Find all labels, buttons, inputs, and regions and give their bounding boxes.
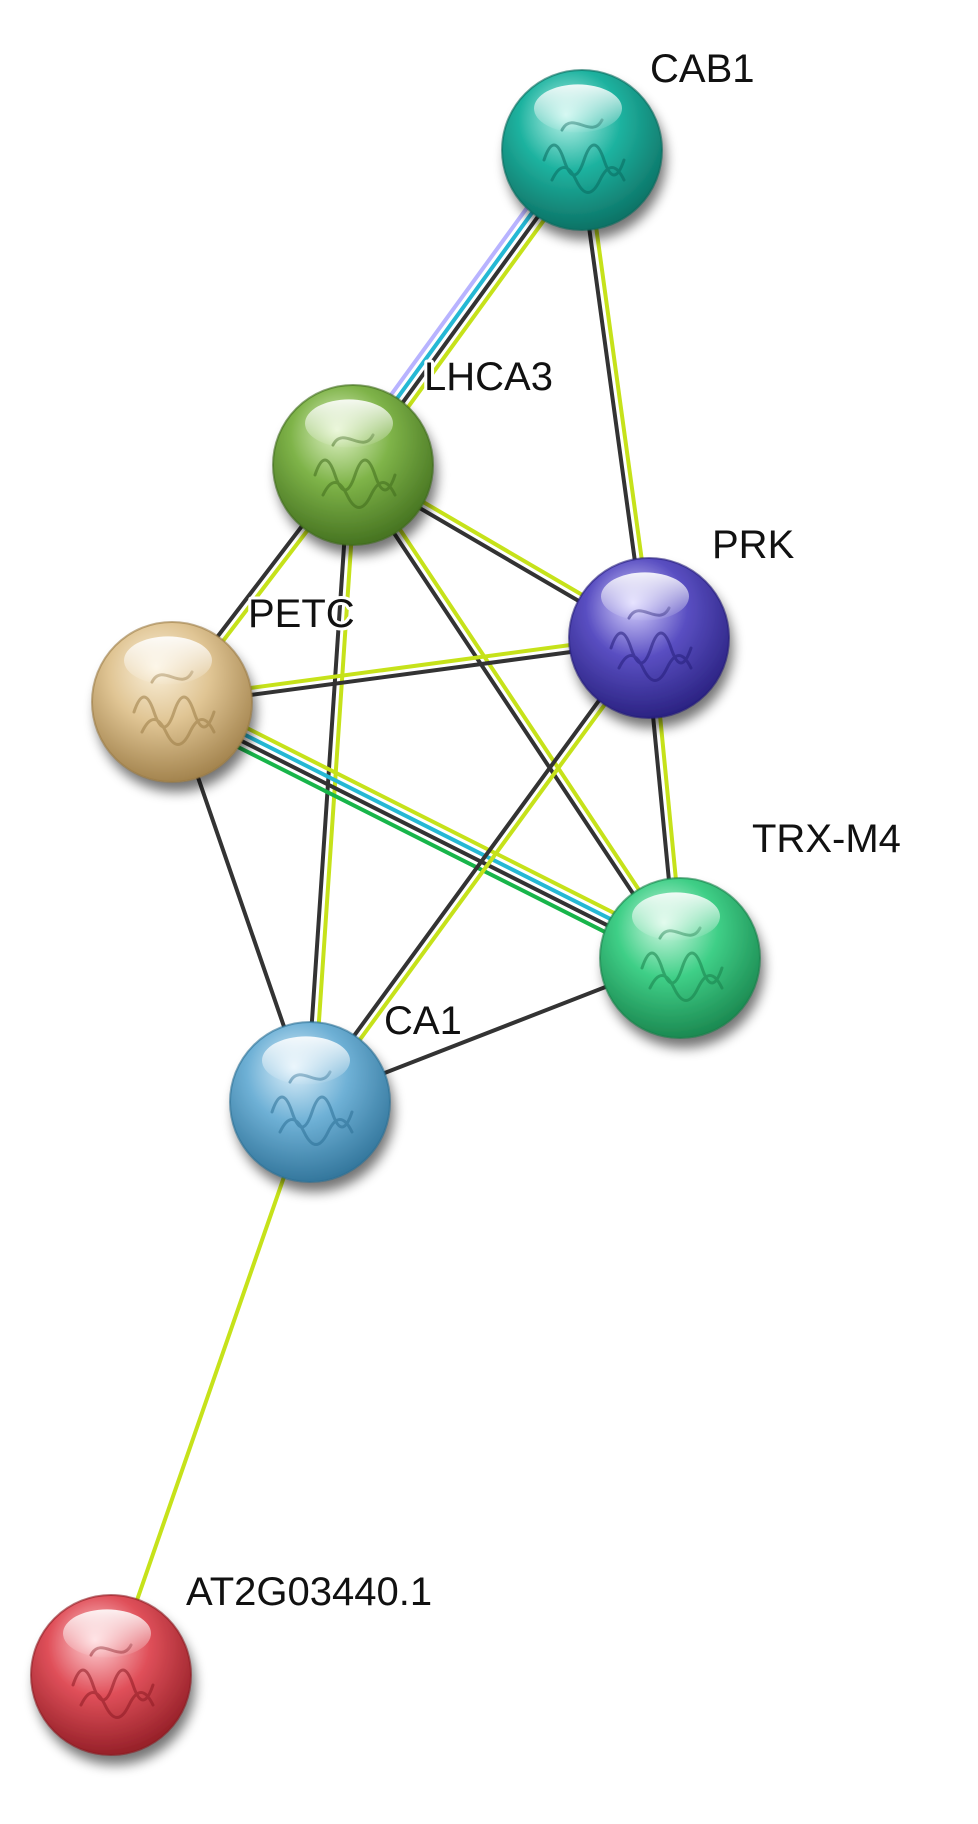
edge-line-textmining (311, 463, 359, 1105)
node-rim (229, 1021, 391, 1183)
node-rim (91, 621, 253, 783)
node-cab1[interactable]: CAB1 (501, 44, 758, 231)
node-ca1[interactable]: CA1 (229, 996, 465, 1183)
node-label-petc: PETC (248, 592, 355, 636)
node-rim (501, 69, 663, 231)
edge-line-textmining (583, 147, 655, 640)
edge-line-textmining (109, 1100, 312, 1677)
node-highlight (534, 84, 622, 133)
node-highlight (262, 1036, 350, 1085)
node-highlight (632, 892, 720, 941)
edge-line-experiments (165, 709, 678, 970)
edge-line-coexpression (168, 703, 681, 964)
node-highlight (63, 1609, 151, 1658)
node-label-ca1: CA1 (384, 999, 462, 1043)
edge-CA1-AT2G03440.1 (109, 1100, 312, 1677)
edge-line-textmining (310, 638, 654, 1107)
node-label-lhca3: LHCA3 (424, 355, 553, 399)
node-petc[interactable]: PETC (91, 589, 358, 783)
node-trx-m4[interactable]: TRX-M4 (599, 814, 904, 1039)
edge-line-coexpression (576, 148, 648, 641)
edge-line-coexpression (348, 464, 680, 962)
edge-PETC-TRX-M4 (165, 690, 687, 970)
node-label-prk: PRK (712, 523, 795, 567)
node-at2g03440.1[interactable]: AT2G03440.1 (30, 1567, 435, 1756)
node-prk[interactable]: PRK (568, 520, 798, 719)
node-label-trx-m4: TRX-M4 (752, 817, 901, 861)
node-rim (272, 384, 434, 546)
edge-line-database (171, 696, 684, 957)
edge-line-coexpression (305, 633, 649, 1102)
node-label-cab1: CAB1 (650, 47, 755, 91)
node-highlight (601, 572, 689, 621)
edges-layer (109, 141, 687, 1677)
edge-PRK-CA1 (305, 633, 654, 1107)
node-rim (568, 557, 730, 719)
node-highlight (305, 399, 393, 448)
edge-line-textmining (353, 461, 685, 959)
node-rim (30, 1594, 192, 1756)
edge-line-textmining (174, 690, 687, 951)
node-rim (599, 877, 761, 1039)
node-highlight (124, 636, 212, 685)
node-label-at2g03440.1: AT2G03440.1 (186, 1570, 432, 1614)
node-lhca3[interactable]: LHCA3 (272, 352, 556, 546)
edge-CAB1-PRK (576, 147, 655, 641)
edge-LHCA3-TRX-M4 (348, 461, 685, 962)
